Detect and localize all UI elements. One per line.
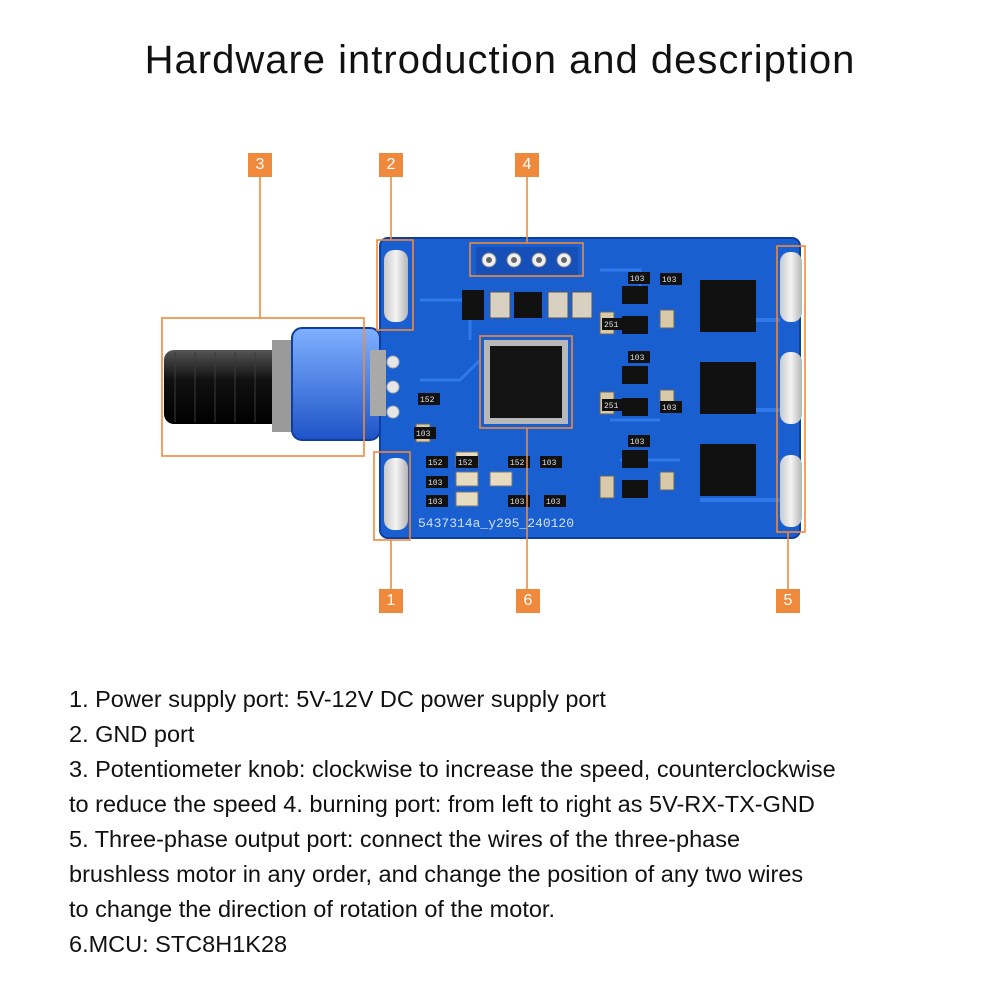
callout-6: 6 <box>516 589 540 613</box>
pot-header <box>386 355 400 419</box>
hardware-illustration: 152 103 152 103 103 152 103 103 103 152 103 103 251 1… <box>161 176 806 590</box>
chip-marking: 103 <box>546 498 561 507</box>
chip-marking: 152 <box>510 459 525 468</box>
callout-leaders <box>161 176 806 590</box>
page-title: Hardware introduction and description <box>144 38 856 82</box>
chip-marking: 251 <box>604 402 619 411</box>
chip-marking: 103 <box>428 479 443 488</box>
chip-marking-bg <box>426 495 448 507</box>
chip-markings: 152 103 152 103 103 152 103 103 103 152 103 103 251 1… <box>414 272 682 507</box>
chip-marking-bg <box>628 435 650 447</box>
description-line-8: 6.MCU: STC8H1K28 <box>69 931 288 957</box>
chip-marking-bg <box>508 456 530 468</box>
description: 1. Power supply port: 5V-12V DC power su… <box>69 682 969 962</box>
chip-marking: 103 <box>510 498 525 507</box>
description-line-7: to change the direction of rotation of t… <box>69 896 555 922</box>
description-line-6: brushless motor in any order, and change… <box>69 861 804 887</box>
chip-marking-bg <box>628 272 650 284</box>
chip-marking: 103 <box>542 459 557 468</box>
description-line-4: to reduce the speed 4. burning port: fro… <box>69 791 815 817</box>
description-line-5: 5. Three-phase output port: connect the … <box>69 826 741 852</box>
chip-marking-bg <box>602 318 624 330</box>
callout-3: 3 <box>248 153 272 177</box>
gnd-port <box>384 250 408 322</box>
chip-marking: 103 <box>630 354 645 363</box>
callout-1: 1 <box>379 589 403 613</box>
chip-marking-bg <box>508 495 530 507</box>
chip-marking: 103 <box>662 276 677 285</box>
description-line-2: 2. GND port <box>69 721 195 747</box>
chip-marking-bg <box>544 495 566 507</box>
power-supply-port <box>384 458 408 530</box>
chip-marking-bg <box>628 351 650 363</box>
driver-ics <box>700 280 756 496</box>
chip-marking: 152 <box>428 459 443 468</box>
chip-marking: 103 <box>630 438 645 447</box>
chip-marking: 103 <box>662 404 677 413</box>
burning-port <box>476 247 578 275</box>
chip-marking-bg <box>540 456 562 468</box>
top-components <box>462 290 593 320</box>
chip-marking-bg <box>426 456 448 468</box>
description-line-1: 1. Power supply port: 5V-12V DC power su… <box>69 686 606 712</box>
description-line-3: 3. Potentiometer knob: clockwise to incr… <box>69 756 836 782</box>
chip-marking-bg <box>418 393 440 405</box>
chip-marking-bg <box>602 399 624 411</box>
three-phase-output-port <box>780 252 802 527</box>
mcu-chip-icon <box>484 340 568 424</box>
chip-marking: 103 <box>428 498 443 507</box>
chip-marking-bg <box>426 476 448 488</box>
callout-2: 2 <box>379 153 403 177</box>
chip-marking: 152 <box>458 459 473 468</box>
chip-marking-bg <box>414 427 436 439</box>
board-silkscreen: 5437314a_y295_240120 <box>418 516 574 531</box>
chip-marking-bg <box>456 456 478 468</box>
chip-marking-bg <box>660 401 682 413</box>
chip-marking-bg <box>660 273 682 285</box>
chip-marking: 103 <box>630 275 645 284</box>
callout-4: 4 <box>515 153 539 177</box>
chip-marking: 152 <box>420 396 435 405</box>
callout-5: 5 <box>776 589 800 613</box>
chip-marking: 251 <box>604 321 619 330</box>
chip-marking: 103 <box>416 430 431 439</box>
potentiometer-knob-icon <box>164 327 386 441</box>
